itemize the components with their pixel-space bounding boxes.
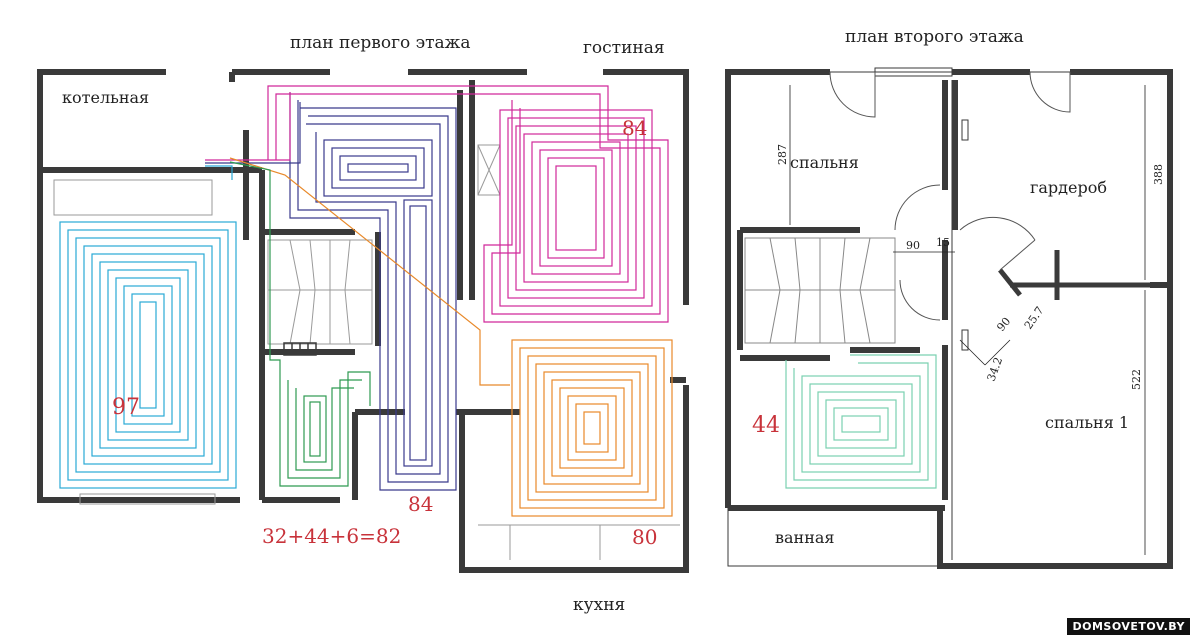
- second-floor-thin-walls: [727, 67, 1171, 567]
- loop-ring: [323, 139, 433, 197]
- loop-ring: [809, 383, 913, 465]
- first-floor-title: план первого этажа: [290, 33, 470, 53]
- second-floor-walls: [725, 69, 1173, 569]
- loop-segment: [289, 92, 457, 491]
- room-label-bathroom: ванная: [775, 528, 835, 547]
- loop-segment: [287, 379, 362, 479]
- dimension-90a: 90: [906, 239, 920, 252]
- loop-segment: [306, 123, 441, 475]
- loop-ring: [523, 133, 629, 283]
- loop-ring: [841, 415, 881, 433]
- loop-ring: [547, 157, 605, 259]
- loop-ring: [511, 339, 673, 517]
- loop-ring: [403, 199, 433, 467]
- dimension-15: 15: [936, 236, 950, 249]
- loop-ring: [559, 387, 625, 469]
- dimension-lines: [789, 85, 1146, 555]
- second-floor-title: план второго этажа: [845, 27, 1024, 47]
- loop-ring: [515, 125, 637, 291]
- loop-length-bath: 44: [752, 413, 780, 438]
- loop-ring: [535, 363, 649, 493]
- loop-ring: [99, 261, 197, 449]
- loop-ring: [107, 269, 189, 441]
- room-label-bedroom: спальня: [790, 153, 859, 172]
- heating-loop-orange: [511, 339, 673, 517]
- heating-loop-magenta: [267, 85, 669, 323]
- loop-ring: [527, 355, 657, 501]
- door-arcs: [829, 71, 1071, 321]
- loop-ring: [817, 391, 905, 457]
- heating-loop-teal: [785, 354, 937, 489]
- loop-ring: [575, 403, 609, 453]
- room-label-wardrobe: гардероб: [1030, 178, 1107, 197]
- dimension-90b: 90: [994, 315, 1013, 334]
- second-floor-stairs: [744, 237, 896, 344]
- loop-ring: [139, 301, 157, 409]
- loop-segment: [295, 387, 354, 471]
- loop-ring: [543, 371, 641, 485]
- loop-ring: [825, 399, 897, 449]
- loop-ring: [303, 395, 327, 463]
- room-label-boiler: котельная: [62, 88, 149, 107]
- loop-segment: [269, 345, 371, 487]
- loop-ring: [499, 109, 653, 307]
- loop-ring: [567, 395, 617, 461]
- loop-ring: [331, 147, 425, 189]
- loop-ring: [59, 221, 237, 489]
- loop-ring: [507, 117, 645, 299]
- loop-length-living: 84: [622, 116, 647, 140]
- room-label-living: гостиная: [583, 38, 665, 58]
- loop-ring: [531, 141, 621, 275]
- loop-segment: [267, 85, 669, 323]
- loop-ring: [347, 163, 409, 173]
- loop-length-center: 84: [408, 492, 433, 516]
- loop-length-boiler-hall: 97: [112, 395, 140, 420]
- heating-loop-cyan: [59, 221, 237, 489]
- loop-ring: [131, 293, 165, 417]
- supply-pipes: [205, 92, 510, 386]
- first-floor-inner-lines: [53, 144, 680, 560]
- heating-loop-navy: [289, 92, 457, 491]
- collector-box: [283, 342, 317, 356]
- loop-ring: [801, 375, 921, 473]
- loop-segment: [793, 362, 929, 481]
- dimension-34-2: 34.2: [985, 356, 1006, 383]
- loop-ring: [551, 379, 633, 477]
- loop-ring: [67, 229, 229, 481]
- loop-ring: [75, 237, 221, 473]
- loop-ring: [539, 149, 613, 267]
- loop-length-stairs-sum: 32+44+6=82: [262, 524, 401, 548]
- loop-ring: [583, 411, 601, 445]
- room-label-bedroom1: спальня 1: [1045, 413, 1129, 432]
- first-floor-walls: [37, 69, 689, 573]
- loop-ring: [555, 165, 597, 251]
- dimension-522: 522: [1130, 369, 1143, 390]
- loop-segment: [275, 93, 661, 315]
- room-label-kitchen: кухня: [573, 595, 625, 615]
- dimension-25-7: 25.7: [1022, 304, 1047, 332]
- loop-ring: [83, 245, 213, 465]
- watermark-badge: DOMSOVETOV.BY: [1067, 618, 1190, 635]
- loop-ring: [409, 205, 427, 461]
- loop-ring: [339, 155, 417, 181]
- loop-length-kitchen: 80: [632, 525, 657, 549]
- loop-ring: [309, 401, 321, 457]
- loop-segment: [297, 100, 449, 483]
- loop-ring: [123, 285, 173, 425]
- dimension-287: 287: [776, 144, 789, 165]
- loop-ring: [833, 407, 889, 441]
- heating-loop-green: [269, 345, 371, 487]
- dimension-388: 388: [1152, 164, 1165, 185]
- loop-ring: [519, 347, 665, 509]
- loop-ring: [115, 277, 181, 433]
- loop-segment: [785, 354, 937, 489]
- loop-ring: [91, 253, 205, 457]
